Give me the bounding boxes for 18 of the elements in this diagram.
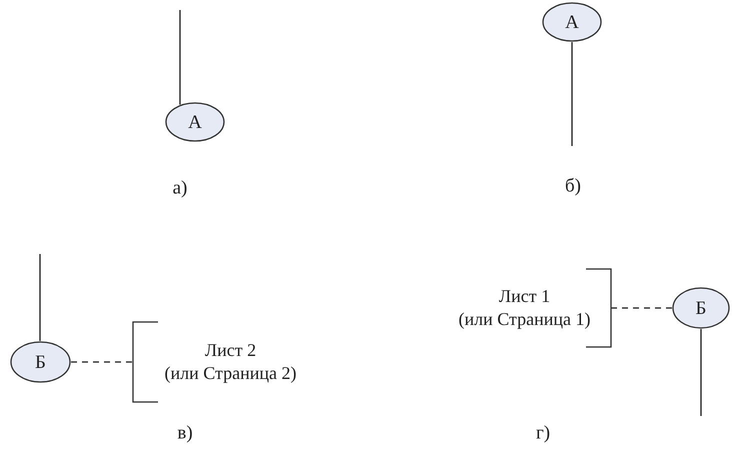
dashed-connector — [611, 307, 672, 309]
dashed-connector — [71, 361, 133, 363]
panel-label: а) — [172, 178, 188, 198]
connector-line — [39, 254, 41, 341]
node-letter: Б — [35, 352, 46, 372]
panel-label: в) — [177, 424, 193, 442]
note-text: Лист 2 — [204, 339, 256, 362]
connector-line — [700, 329, 702, 416]
note-text: (или Страница 2) — [164, 362, 296, 385]
node-letter: Б — [696, 298, 706, 318]
connector-line — [179, 10, 181, 105]
panel-label: г) — [536, 424, 550, 442]
node-letter: А — [565, 12, 579, 32]
node-letter: А — [188, 112, 202, 132]
note-text: Лист 1 — [498, 285, 550, 308]
connector-line — [571, 42, 573, 146]
panel-label: б) — [565, 176, 581, 196]
note-text: (или Страница 1) — [458, 308, 590, 331]
